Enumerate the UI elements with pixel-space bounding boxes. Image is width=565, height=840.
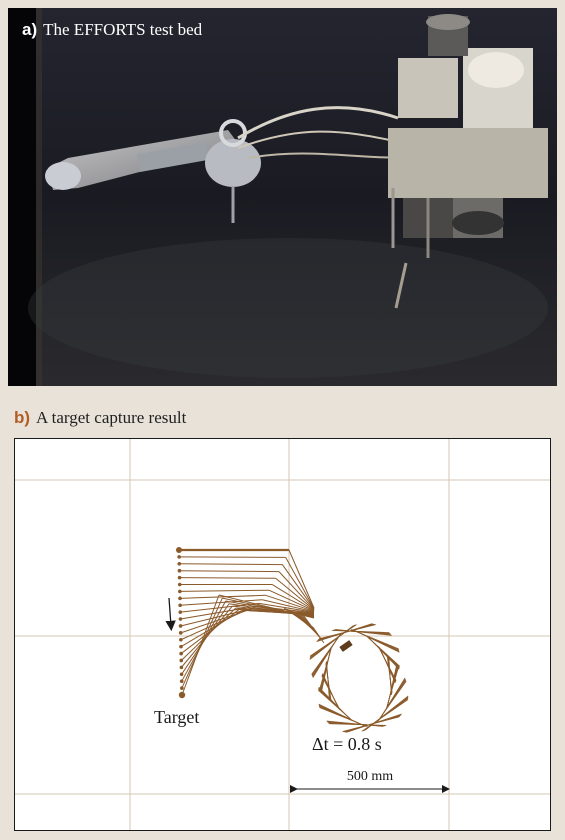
target-label: Target [154, 707, 199, 727]
end-effector-marker [179, 651, 183, 656]
test-bed-illustration [8, 8, 557, 386]
base-motion-trace [326, 720, 383, 727]
arm-link-inner [265, 594, 315, 612]
base-motion-trace [318, 703, 365, 727]
base-motion-trace [322, 673, 339, 709]
end-effector-marker [177, 575, 182, 580]
plot-frame [14, 438, 551, 831]
end-effector-marker [178, 596, 182, 601]
arm-link-inner [262, 599, 315, 613]
scale-label: 500 mm [347, 769, 393, 784]
start-marker [176, 547, 182, 553]
base-motion-trace [318, 624, 376, 640]
test-bed-photo: a) The EFFORTS test bed [8, 8, 557, 386]
end-effector-marker [178, 603, 182, 608]
base-motion-trace [318, 686, 350, 719]
arm-link-inner [281, 564, 315, 610]
arm-link-outer [179, 589, 270, 592]
arm-link-outer [180, 609, 246, 641]
base-motion-trace [319, 647, 332, 690]
arm-link-inner [285, 557, 315, 609]
panel-a-caption: The EFFORTS test bed [43, 20, 203, 39]
base-motion-trace [310, 624, 357, 657]
base-motion-trace [369, 637, 400, 670]
arm-link-outer [179, 570, 280, 573]
plot-canvas: Target Δt = 0.8 s 500 mm [14, 438, 551, 831]
arm-trajectory-trace [176, 547, 409, 733]
panel-a-label: a) The EFFORTS test bed [22, 20, 202, 40]
end-effector-marker [179, 644, 183, 649]
grid-lines [15, 439, 550, 830]
target-marker [178, 691, 186, 699]
base-motion-trace [326, 661, 330, 700]
delta-t-label: Δt = 0.8 s [312, 734, 382, 754]
arm-link-inner [275, 577, 315, 611]
end-effector-marker [179, 665, 184, 670]
target-capture-plot: Target Δt = 0.8 s 500 mm [14, 438, 551, 831]
arm-link-outer [179, 577, 276, 579]
end-effector-marker [178, 589, 182, 594]
end-effector-marker [177, 555, 181, 559]
base-motion-trace [386, 667, 399, 709]
transition-trace [303, 615, 325, 644]
base-motion-trace [342, 716, 400, 732]
base-motion-trace [379, 647, 396, 684]
end-effector-marker [179, 679, 184, 683]
end-effector-marker [177, 582, 182, 587]
end-effector-marker [179, 658, 184, 663]
base-motion-trace [388, 656, 392, 696]
panel-b-letter: b) [14, 408, 31, 427]
arm-link-outer [181, 600, 227, 682]
end-effector-marker [178, 624, 183, 628]
base-motion-trace [354, 629, 400, 653]
panel-b-label: b) A target capture result [14, 408, 186, 428]
end-effector-marker [178, 610, 183, 614]
down-arrow-icon [165, 597, 176, 632]
arm-link-outer [179, 563, 283, 566]
base-marker [339, 640, 353, 652]
arm-link-outer [181, 594, 220, 696]
end-effector-marker [179, 637, 183, 642]
panel-b-caption: A target capture result [36, 408, 187, 427]
arm-link-inner [258, 602, 315, 613]
end-effector-marker [178, 617, 183, 621]
arm-link-outer [180, 599, 263, 606]
end-effector-marker [177, 562, 182, 566]
arm-link-inner [272, 584, 315, 611]
end-effector-marker [177, 568, 182, 573]
arm-link-inner [268, 589, 315, 612]
arm-link-outer [179, 594, 266, 599]
arm-link-inner [288, 549, 315, 609]
arm-link-outer [180, 609, 243, 648]
panel-a-letter: a) [22, 20, 38, 39]
base-motion-trace [361, 699, 409, 732]
end-effector-marker [179, 672, 184, 677]
base-motion-trace [377, 680, 407, 722]
end-effector-marker [180, 686, 184, 690]
arm-link-outer [181, 597, 223, 689]
base-motion-trace [335, 629, 392, 636]
arm-link-inner [278, 571, 315, 610]
end-effector-marker [178, 631, 183, 635]
base-motion-trace [311, 633, 342, 675]
